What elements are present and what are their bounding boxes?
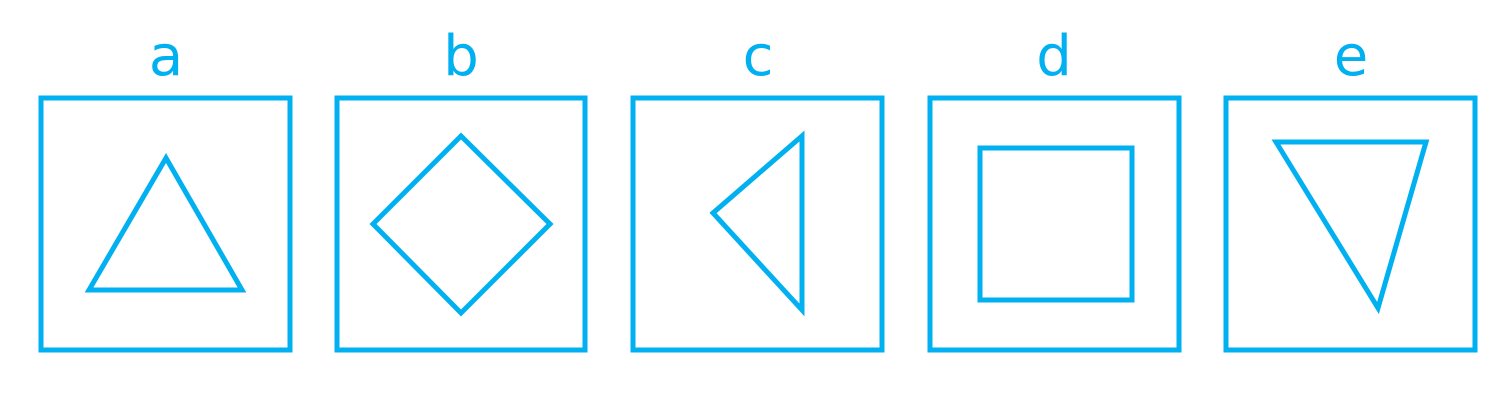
panel-d[interactable]: d	[927, 24, 1182, 353]
panel-frame-d	[927, 95, 1182, 353]
panel-frame-a	[38, 95, 293, 353]
diamond-icon	[369, 132, 554, 317]
panel-label-b: b	[443, 24, 479, 89]
panel-label-a: a	[149, 24, 183, 89]
triangle-up-icon	[84, 153, 247, 293]
panel-e[interactable]: e	[1223, 24, 1478, 353]
panel-label-e: e	[1334, 24, 1368, 89]
square-icon	[977, 145, 1135, 303]
panel-label-c: c	[743, 24, 774, 89]
panel-c[interactable]: c	[630, 24, 885, 353]
triangle-left-icon	[709, 130, 805, 317]
panel-b[interactable]: b	[334, 24, 588, 353]
triangle-down-icon	[1271, 139, 1430, 315]
panel-frame-b	[334, 95, 588, 353]
panel-a[interactable]: a	[38, 24, 293, 353]
panel-label-d: d	[1036, 24, 1072, 89]
panel-frame-e	[1223, 95, 1478, 353]
panel-frame-c	[630, 95, 885, 353]
